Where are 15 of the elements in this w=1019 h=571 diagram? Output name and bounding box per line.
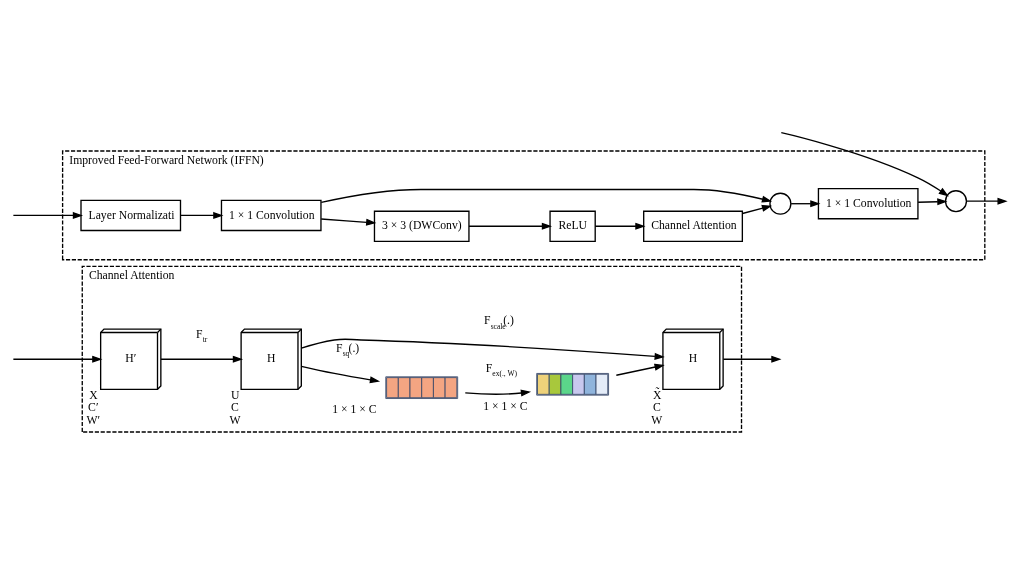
node-label: 1 × 1 × C — [332, 402, 377, 416]
node-label: W — [651, 413, 663, 427]
node-label: W′ — [86, 413, 101, 427]
node-label: C′ — [88, 401, 99, 415]
edge-label: F$_{sq}$(.) — [336, 341, 360, 359]
node-label: W — [229, 413, 241, 427]
edge-label: F$_{tr}$ — [195, 327, 208, 345]
node-label: X̃ — [652, 388, 662, 402]
edge-label: F$_{scale}$(.) — [484, 314, 514, 331]
node-label: C — [231, 401, 239, 415]
edge-label: F$_{ex(., W)}$ — [485, 361, 518, 379]
node-label: C — [652, 401, 661, 415]
node-label: X — [89, 388, 98, 402]
node-label: 1 × 1 × C — [483, 399, 528, 413]
node-label: U — [231, 388, 240, 402]
